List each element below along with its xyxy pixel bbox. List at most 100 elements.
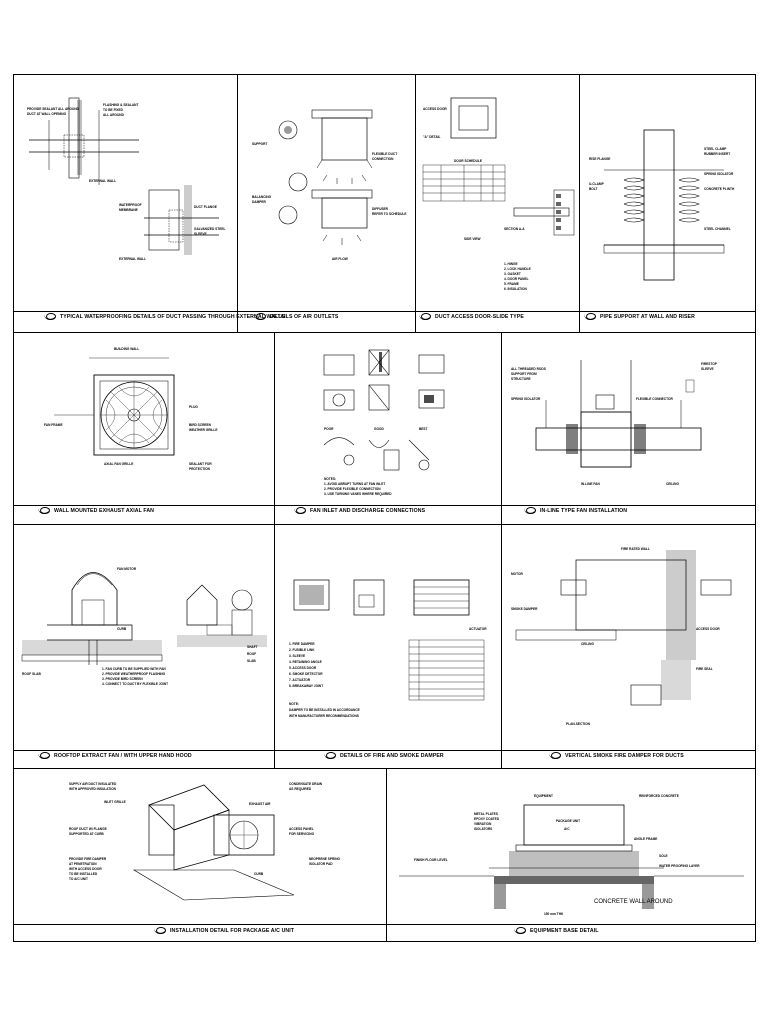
- col-divider-r4-a: [386, 768, 387, 941]
- svg-text:BUILDING WALL: BUILDING WALL: [114, 347, 139, 351]
- svg-text:SLEEVE: SLEEVE: [701, 367, 714, 371]
- col-divider-r1-a: [237, 75, 238, 332]
- svg-text:RUBBER INSERT: RUBBER INSERT: [704, 152, 730, 156]
- row-divider-3: [14, 768, 755, 769]
- svg-text:DUCT FLANGE: DUCT FLANGE: [194, 205, 217, 209]
- svg-text:CEILING: CEILING: [581, 642, 594, 646]
- caption-2: DETAILS OF AIR OUTLETS: [254, 313, 338, 320]
- caption-5: WALL MOUNTED EXHAUST AXIAL FAN: [38, 507, 154, 514]
- svg-text:CONDENSATE DRAIN: CONDENSATE DRAIN: [289, 782, 323, 786]
- svg-text:ACCESS DOOR: ACCESS DOOR: [696, 627, 720, 631]
- svg-text:MEMBRANE: MEMBRANE: [119, 208, 138, 212]
- svg-text:SOLE: SOLE: [659, 854, 668, 858]
- svg-text:FIRESTOP: FIRESTOP: [701, 362, 718, 366]
- svg-text:8. BREAKAWAY JOINT: 8. BREAKAWAY JOINT: [289, 684, 323, 688]
- col-divider-r1-b: [415, 75, 416, 332]
- svg-text:PLAN-SECTION: PLAN-SECTION: [566, 722, 591, 726]
- caption-10: VERTICAL SMOKE FIRE DAMPER FOR DUCTS: [549, 752, 684, 759]
- svg-text:SPRING ISOLATOR: SPRING ISOLATOR: [704, 172, 734, 176]
- svg-text:DOOR SCHEDULE: DOOR SCHEDULE: [454, 159, 482, 163]
- svg-text:ACTUATOR: ACTUATOR: [469, 627, 487, 631]
- svg-text:5. ACCESS DOOR: 5. ACCESS DOOR: [289, 666, 317, 670]
- svg-text:EQUIPMENT: EQUIPMENT: [534, 794, 553, 798]
- svg-text:SUPPORT FROM: SUPPORT FROM: [511, 372, 537, 376]
- caption-rule-row2: [14, 505, 755, 506]
- svg-text:"A" DETAIL: "A" DETAIL: [423, 135, 441, 139]
- svg-text:GALVANIZED STEEL: GALVANIZED STEEL: [194, 227, 225, 231]
- svg-text:ACCESS PANEL: ACCESS PANEL: [289, 827, 314, 831]
- svg-text:EPOXY COATED: EPOXY COATED: [474, 817, 500, 821]
- col-divider-r1-c: [579, 75, 580, 332]
- svg-text:1. AVOID ABRUPT TURNS AT FAN I: 1. AVOID ABRUPT TURNS AT FAN INLET: [324, 482, 385, 486]
- svg-text:CONCRETE WALL AROUND: CONCRETE WALL AROUND: [594, 899, 673, 905]
- caption-rule-row4: [14, 924, 755, 925]
- caption-11: INSTALLATION DETAIL FOR PACKAGE A/C UNIT: [154, 927, 294, 934]
- caption-rule-row3: [14, 750, 755, 751]
- svg-text:3. PROVIDE BIRD SCREEN: 3. PROVIDE BIRD SCREEN: [102, 677, 143, 681]
- svg-text:CURB: CURB: [254, 872, 264, 876]
- svg-text:3. SLEEVE: 3. SLEEVE: [289, 654, 305, 658]
- svg-text:POOR: POOR: [324, 427, 334, 431]
- row-divider-1: [14, 332, 755, 333]
- svg-text:VIBRATION: VIBRATION: [474, 822, 492, 826]
- svg-text:FOR SERVICING: FOR SERVICING: [289, 832, 315, 836]
- svg-text:BEST: BEST: [419, 427, 428, 431]
- svg-text:WATERPROOF: WATERPROOF: [119, 203, 142, 207]
- svg-text:PACKAGE UNIT: PACKAGE UNIT: [556, 819, 580, 823]
- svg-text:DAMPER TO BE INSTALLED IN ACCO: DAMPER TO BE INSTALLED IN ACCORDANCE: [289, 708, 360, 712]
- svg-text:4. CONNECT TO DUCT BY FLEXIBLE: 4. CONNECT TO DUCT BY FLEXIBLE JOINT: [102, 682, 168, 686]
- svg-text:SPRING ISOLATOR: SPRING ISOLATOR: [511, 397, 541, 401]
- svg-text:SUPPLY AIR DUCT INSULATED: SUPPLY AIR DUCT INSULATED: [69, 782, 117, 786]
- svg-text:CEILING: CEILING: [666, 482, 679, 486]
- svg-text:STEEL CHANNEL: STEEL CHANNEL: [704, 227, 731, 231]
- svg-text:FLEXIBLE DUCT: FLEXIBLE DUCT: [372, 152, 397, 156]
- svg-text:DUCT AT WALL OPENING: DUCT AT WALL OPENING: [27, 112, 67, 116]
- svg-text:ROOF: ROOF: [247, 652, 256, 656]
- svg-text:1. HINGE: 1. HINGE: [504, 262, 518, 266]
- svg-text:FLASHING & SEALANT: FLASHING & SEALANT: [103, 103, 138, 107]
- svg-text:PROTECTION: PROTECTION: [189, 467, 211, 471]
- svg-text:REINFORCED CONCRETE: REINFORCED CONCRETE: [639, 794, 679, 798]
- svg-text:PLUG: PLUG: [189, 405, 198, 409]
- svg-text:ISOLATOR PAD: ISOLATOR PAD: [309, 862, 333, 866]
- row-divider-2: [14, 524, 755, 525]
- svg-text:DIFFUSER: DIFFUSER: [372, 207, 389, 211]
- svg-text:SLEEVE: SLEEVE: [194, 232, 207, 236]
- svg-text:ANGLE FRAME: ANGLE FRAME: [634, 837, 657, 841]
- svg-text:4. DOOR PANEL: 4. DOOR PANEL: [504, 277, 529, 281]
- svg-text:EXTERNAL WALL: EXTERNAL WALL: [89, 179, 116, 183]
- svg-text:SUPPORT: SUPPORT: [252, 142, 267, 146]
- svg-text:FAN FRAME: FAN FRAME: [44, 423, 63, 427]
- svg-text:RISE FLANGE: RISE FLANGE: [589, 157, 610, 161]
- svg-text:5. FRAME: 5. FRAME: [504, 282, 519, 286]
- caption-rule-row1: [14, 311, 755, 312]
- caption-6: FAN INLET AND DISCHARGE CONNECTIONS: [294, 507, 425, 514]
- detail-equipment-base: PACKAGE UNIT A/C EQUIPMENT REINFORCED CO…: [399, 794, 744, 916]
- svg-text:3. USE TURNING VANES WHERE REQ: 3. USE TURNING VANES WHERE REQUIRED: [324, 492, 392, 496]
- col-divider-r2-b: [501, 332, 502, 524]
- svg-text:ACCESS DOOR: ACCESS DOOR: [423, 107, 447, 111]
- svg-text:2. PROVIDE WEATHERPROOF FLASHI: 2. PROVIDE WEATHERPROOF FLASHING: [102, 672, 166, 676]
- svg-text:MOTOR: MOTOR: [511, 572, 524, 576]
- svg-text:CONCRETE PLINTH: CONCRETE PLINTH: [704, 187, 735, 191]
- svg-text:WEATHER GRILLE: WEATHER GRILLE: [189, 428, 217, 432]
- svg-text:2. LOCK HANDLE: 2. LOCK HANDLE: [504, 267, 531, 271]
- caption-9: DETAILS OF FIRE AND SMOKE DAMPER: [324, 752, 444, 759]
- svg-text:3. GASKET: 3. GASKET: [504, 272, 521, 276]
- svg-text:2. PROVIDE FLEXIBLE CONNECTION: 2. PROVIDE FLEXIBLE CONNECTION: [324, 487, 381, 491]
- caption-1: TYPICAL WATERPROOFING DETAILS OF DUCT PA…: [44, 313, 285, 320]
- svg-text:GOOD: GOOD: [374, 427, 384, 431]
- svg-text:FINISH FLOOR LEVEL: FINISH FLOOR LEVEL: [414, 858, 448, 862]
- svg-text:NOTE:: NOTE:: [289, 702, 299, 706]
- svg-text:INLET GRILLE: INLET GRILLE: [104, 800, 126, 804]
- svg-text:SLAB: SLAB: [247, 659, 256, 663]
- svg-text:1. FIRE DAMPER: 1. FIRE DAMPER: [289, 642, 315, 646]
- svg-text:FAN MOTOR: FAN MOTOR: [117, 567, 137, 571]
- svg-text:FIRE SEAL: FIRE SEAL: [696, 667, 713, 671]
- detail-access-door: ACCESS DOOR "A" DETAIL DOOR SCHEDULE SID…: [422, 97, 575, 291]
- svg-text:METAL PLATES: METAL PLATES: [474, 812, 498, 816]
- svg-text:4. RETAINING ANGLE: 4. RETAINING ANGLE: [289, 660, 322, 664]
- svg-text:TO A/C UNIT: TO A/C UNIT: [69, 877, 88, 881]
- svg-text:TO BE FIXED: TO BE FIXED: [103, 108, 124, 112]
- detail-pipe-support: RISE FLANGE U-CLAMP BOLT STEEL CLAMP RUB…: [589, 129, 735, 281]
